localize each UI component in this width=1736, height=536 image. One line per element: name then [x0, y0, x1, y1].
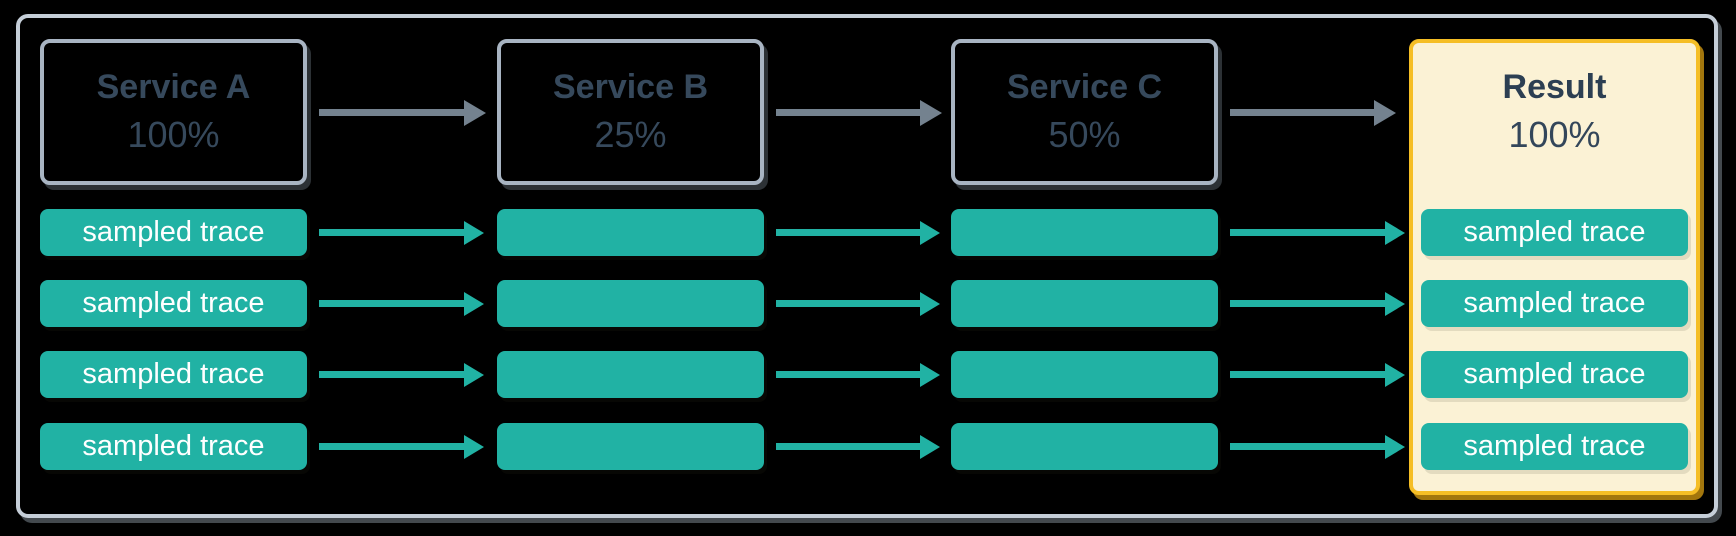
- sampled-trace-box: sampled trace: [40, 351, 307, 398]
- sampled-trace-box: [497, 351, 764, 398]
- trace-arrow-icon: [319, 229, 465, 236]
- sampled-trace-box: sampled trace: [40, 209, 307, 256]
- sampled-trace-label: sampled trace: [1463, 287, 1646, 319]
- sampled-trace-box: [951, 423, 1218, 470]
- sampled-trace-box: [497, 209, 764, 256]
- service-a-title: Service A: [96, 68, 251, 106]
- sampled-trace-box: sampled trace: [1421, 209, 1688, 256]
- sampled-trace-box: [497, 280, 764, 327]
- trace-arrow-icon: [776, 443, 921, 450]
- trace-arrow-icon: [776, 371, 921, 378]
- trace-arrow-icon: [1230, 229, 1386, 236]
- service-c-rate: 50%: [1048, 114, 1121, 156]
- service-a-box: Service A 100%: [40, 39, 307, 185]
- flow-arrow-a-b-icon: [319, 109, 465, 116]
- sampled-trace-label: sampled trace: [82, 287, 265, 319]
- sampled-trace-label: sampled trace: [82, 216, 265, 248]
- sampled-trace-box: sampled trace: [1421, 351, 1688, 398]
- flow-arrow-c-result-icon: [1230, 109, 1375, 116]
- sampled-trace-label: sampled trace: [82, 358, 265, 390]
- trace-arrow-icon: [1230, 371, 1386, 378]
- trace-arrow-icon: [776, 229, 921, 236]
- flow-arrow-b-c-icon: [776, 109, 921, 116]
- service-b-title: Service B: [553, 68, 708, 106]
- diagram-frame: [16, 14, 1718, 518]
- service-a-rate: 100%: [127, 114, 220, 156]
- sampled-trace-box: [497, 423, 764, 470]
- sampled-trace-box: [951, 351, 1218, 398]
- trace-arrow-icon: [776, 300, 921, 307]
- trace-arrow-icon: [319, 300, 465, 307]
- trace-arrow-icon: [319, 371, 465, 378]
- trace-arrow-icon: [1230, 300, 1386, 307]
- sampled-trace-box: sampled trace: [1421, 280, 1688, 327]
- sampled-trace-label: sampled trace: [1463, 430, 1646, 462]
- result-title: Result: [1502, 68, 1607, 106]
- trace-arrow-icon: [1230, 443, 1386, 450]
- sampled-trace-box: [951, 209, 1218, 256]
- result-rate: 100%: [1508, 114, 1601, 156]
- sampled-trace-label: sampled trace: [1463, 358, 1646, 390]
- sampled-trace-box: sampled trace: [40, 280, 307, 327]
- sampled-trace-box: sampled trace: [1421, 423, 1688, 470]
- sampled-trace-box: [951, 280, 1218, 327]
- service-b-box: Service B 25%: [497, 39, 764, 185]
- service-c-title: Service C: [1007, 68, 1162, 106]
- sampled-trace-label: sampled trace: [1463, 216, 1646, 248]
- sampled-trace-box: sampled trace: [40, 423, 307, 470]
- sampled-trace-label: sampled trace: [82, 430, 265, 462]
- trace-arrow-icon: [319, 443, 465, 450]
- service-b-rate: 25%: [594, 114, 667, 156]
- result-header: Result 100%: [1409, 39, 1700, 185]
- service-c-box: Service C 50%: [951, 39, 1218, 185]
- result-panel: [1409, 39, 1700, 495]
